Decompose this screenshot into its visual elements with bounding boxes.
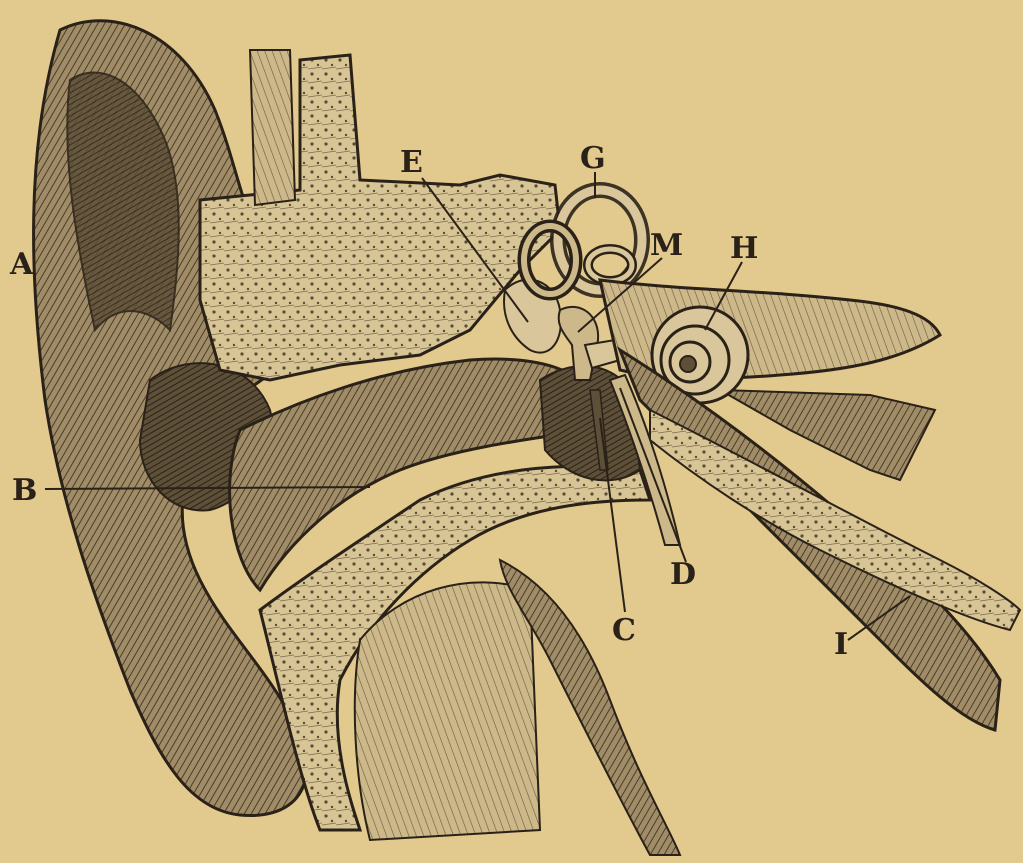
label-C: C	[612, 613, 636, 648]
gland-tissue	[355, 582, 540, 840]
petrous-bone	[600, 280, 940, 378]
label-B: B	[12, 473, 37, 508]
label-G: G	[580, 141, 606, 176]
label-A: A	[9, 247, 34, 282]
label-D: D	[670, 557, 696, 592]
label-H: H	[730, 231, 758, 266]
label-E: E	[400, 145, 423, 180]
label-I: I	[834, 627, 848, 662]
skull-column	[250, 50, 295, 205]
label-M: M	[650, 228, 683, 263]
